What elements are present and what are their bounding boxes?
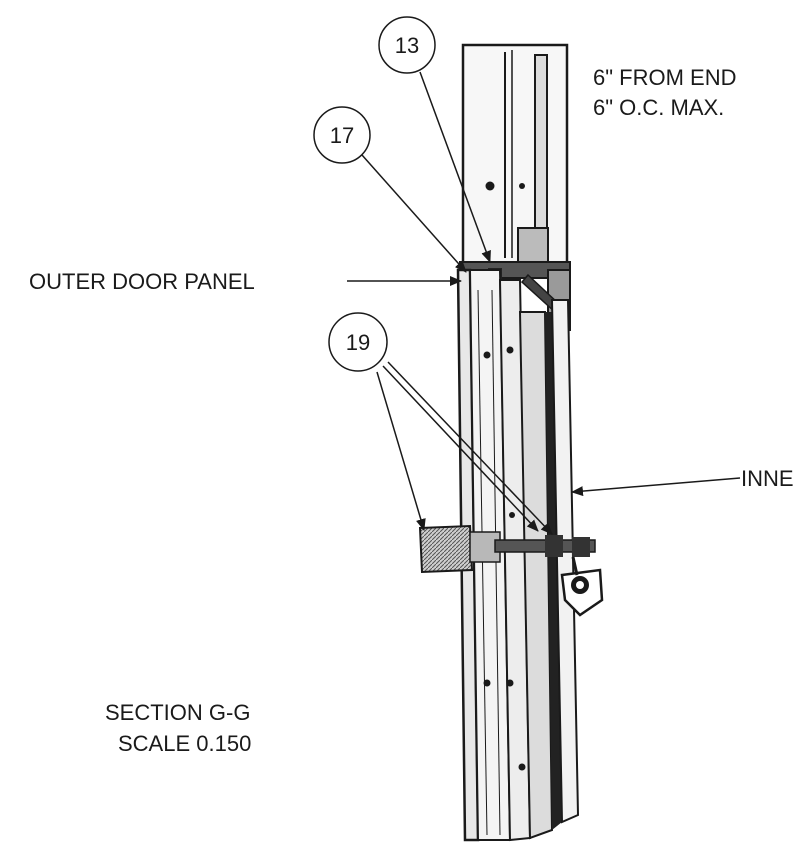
upper-frame-channel	[461, 43, 569, 269]
callout-17: 17	[313, 106, 467, 273]
note-oc-max: 6" O.C. MAX.	[593, 95, 724, 120]
svg-text:19: 19	[346, 330, 370, 355]
spacing-notes: 6" FROM END 6" O.C. MAX.	[593, 65, 736, 120]
svg-text:OUTER DOOR PANEL: OUTER DOOR PANEL	[29, 269, 255, 294]
note-from-end: 6" FROM END	[593, 65, 736, 90]
hinge-bracket-hardware	[418, 524, 604, 617]
section-caption: SECTION G-G SCALE 0.150	[105, 700, 251, 756]
callout-13: 13	[378, 16, 491, 263]
fastener-hole	[506, 679, 514, 687]
fastener-hole	[483, 679, 491, 687]
callout-19: 19	[328, 312, 553, 535]
section-scale: SCALE 0.150	[118, 731, 251, 756]
fastener-hole	[483, 351, 491, 359]
fastener-hole	[518, 763, 526, 771]
fastener-hole	[485, 181, 495, 191]
outer-door-panel-label: OUTER DOOR PANEL	[29, 269, 462, 294]
svg-text:13: 13	[395, 33, 419, 58]
fastener-hole	[506, 346, 514, 354]
inner-panel-label: INNE	[571, 466, 794, 497]
fastener-hole	[519, 183, 525, 189]
section-title: SECTION G-G	[105, 700, 250, 725]
fastener-hole	[509, 512, 515, 518]
svg-text:INNE: INNE	[741, 466, 794, 491]
svg-text:17: 17	[330, 123, 354, 148]
